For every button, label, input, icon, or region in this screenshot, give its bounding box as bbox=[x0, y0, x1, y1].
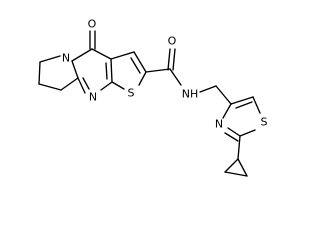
bond bbox=[252, 96, 261, 114]
bond bbox=[239, 129, 256, 137]
bond bbox=[105, 62, 108, 80]
bond bbox=[145, 68, 171, 73]
bond bbox=[38, 83, 62, 91]
structure-drawing: O N N S O NH S N bbox=[38, 18, 268, 177]
bond bbox=[227, 127, 241, 137]
bond bbox=[111, 81, 125, 90]
atom-symbol: N bbox=[215, 118, 223, 131]
molecule-diagram: O N N S O NH S N bbox=[38, 18, 268, 177]
atom-symbol: NH bbox=[182, 88, 199, 101]
atom-label-thiazole-sulfur: S bbox=[261, 116, 268, 129]
bond bbox=[91, 48, 112, 60]
bond bbox=[235, 101, 253, 109]
atom-symbol: N bbox=[89, 91, 97, 104]
bond bbox=[224, 132, 239, 142]
bond bbox=[169, 68, 182, 86]
bond bbox=[71, 48, 93, 62]
bond bbox=[71, 60, 79, 79]
bond bbox=[130, 57, 141, 74]
atom-label-thiazole-nitrogen: N bbox=[215, 118, 223, 131]
atom-symbol: N bbox=[62, 52, 70, 65]
bond bbox=[237, 158, 248, 177]
bond bbox=[138, 71, 147, 86]
atom-symbol: S bbox=[261, 116, 268, 129]
bond bbox=[224, 171, 248, 177]
bond bbox=[77, 77, 86, 94]
bond bbox=[100, 81, 113, 91]
bond bbox=[230, 96, 254, 105]
bond bbox=[224, 158, 239, 173]
bond bbox=[172, 48, 176, 71]
atom-label-amide-nitrogen: NH bbox=[182, 88, 199, 101]
atom-symbol: O bbox=[168, 35, 177, 48]
atom-symbol: S bbox=[128, 87, 135, 100]
atom-label-ketone-oxygen: O bbox=[88, 18, 97, 31]
bond bbox=[199, 85, 217, 93]
atom-symbol: O bbox=[88, 18, 97, 31]
bond bbox=[82, 77, 90, 90]
bond bbox=[215, 85, 232, 105]
atom-label-ring-nitrogen-top: N bbox=[62, 52, 70, 65]
bond bbox=[133, 51, 147, 73]
bond bbox=[60, 77, 79, 91]
bond bbox=[110, 58, 113, 83]
atom-label-ring-nitrogen-bottom: N bbox=[89, 91, 97, 104]
bond bbox=[110, 51, 135, 60]
bond bbox=[167, 48, 171, 71]
bond bbox=[222, 103, 232, 119]
bond bbox=[39, 55, 61, 63]
bond bbox=[237, 135, 241, 160]
atom-label-amide-oxygen: O bbox=[168, 35, 177, 48]
atom-label-thiophene-sulfur: S bbox=[128, 87, 135, 100]
bond bbox=[38, 61, 41, 85]
